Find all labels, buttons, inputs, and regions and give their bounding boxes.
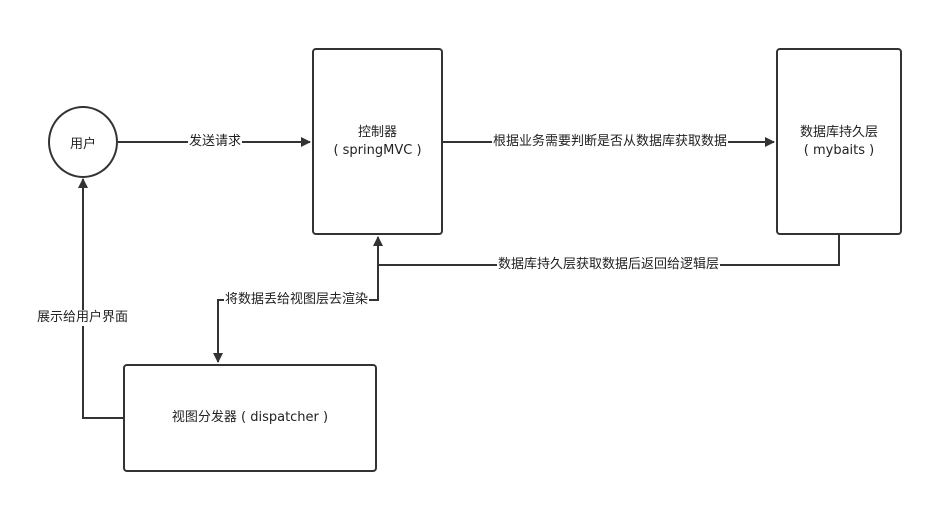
user-node: 用户 (48, 106, 118, 178)
edge-label-render-view: 将数据丢给视图层去渲染 (224, 292, 370, 308)
edge-label-fetch-data: 根据业务需要判断是否从数据库获取数据 (492, 134, 729, 150)
user-node-label: 用户 (69, 136, 96, 152)
edge-show-user (78, 178, 123, 419)
dispatcher-node-label: 视图分发器 ( dispatcher ) (171, 410, 329, 425)
edge-label-return-data: 数据库持久层获取数据后返回给逻辑层 (497, 257, 721, 273)
persistence-node-sublabel: ( mybaits ) (803, 142, 875, 158)
edge-render-view (213, 265, 379, 363)
dispatcher-node: 视图分发器 ( dispatcher ) (123, 364, 377, 472)
edge-label-send-request: 发送请求 (188, 134, 243, 150)
persistence-node-label: 数据库持久层 (799, 124, 878, 140)
edge-label-show-user: 展示给用户界面 (36, 310, 130, 326)
controller-node-sublabel: ( springMVC ) (333, 142, 422, 158)
persistence-node: 数据库持久层 ( mybaits ) (776, 48, 902, 235)
controller-node-label: 控制器 (357, 124, 397, 140)
controller-node: 控制器 ( springMVC ) (312, 48, 443, 235)
